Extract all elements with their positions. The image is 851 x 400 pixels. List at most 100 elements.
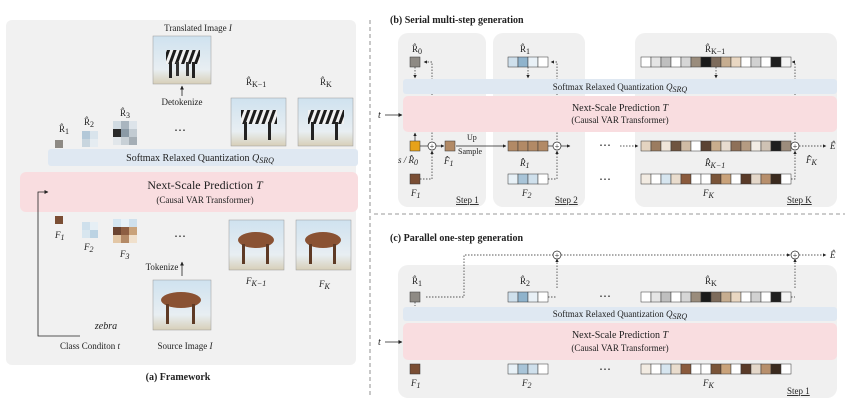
t-input-b: t [378,110,381,121]
r2-token-row-c [507,291,549,303]
r-hat-k1-mid-label: R̂K−1 [704,158,725,170]
svg-text:R̂K−1: R̂K−1 [246,76,266,89]
zebra-label: zebra [94,321,117,332]
t-input-c: t [378,337,381,348]
nsp-sub-b: (Causal VAR Transformer) [571,115,668,125]
f-3: F3 [113,219,137,261]
rk1-token-row [640,56,792,68]
fk-label-c: FK [702,378,715,390]
r1-token-c [409,291,421,303]
svg-text:R̂1: R̂1 [59,123,69,136]
r-hat-3: R̂3 [113,107,137,145]
svg-text:+: + [555,251,560,260]
r-hat-1: R̂1 [55,123,69,148]
f1-label-b: F1 [410,188,421,200]
f-hat-1-label: F̂1 [443,156,454,168]
svg-text:+: + [555,142,560,151]
fk-token-row-c [640,363,792,375]
translated-image-label: Translated Image I [164,23,233,33]
ellipsis-top-c: ⋯ [599,289,611,303]
f2-label-c: F2 [521,378,532,390]
r-hat-1-mid-row [507,140,549,152]
source-image [152,279,212,331]
up-sample-label-2: Sample [458,147,482,156]
caption-c: (c) Parallel one-step generation [390,233,523,244]
source-image-label: Source Image I [158,341,214,351]
f-k-1: FK−1 [228,219,285,288]
f2-token-row-b [507,173,549,185]
f-hat-k-out: F̂K [805,155,818,167]
svg-text:F2: F2 [83,242,94,254]
nsp-bar-a [20,172,358,212]
svg-text:FK−1: FK−1 [245,276,266,288]
tokenize-label: Tokenize [146,262,179,272]
srq-bar-c [403,307,837,321]
ellipsis-mid-b: ⋯ [599,138,611,152]
srq-label-c: Softmax Relaxed Quantization QSRQ [553,309,688,321]
svg-text:F3: F3 [119,249,130,261]
panel-b: (b) Serial multi-step generation R̂0 R̂1… [378,15,837,207]
caption-b: (b) Serial multi-step generation [390,15,524,26]
nsp-bar-c [403,323,837,360]
panel-c: (c) Parallel one-step generation + + Ê R… [378,233,837,398]
step2-label-b: Step 2 [555,195,578,205]
srq-bar-b [403,79,837,94]
r1-label-c: R̂1 [412,275,422,288]
svg-text:+: + [430,142,435,151]
nsp-title-c: Next-Scale Prediction T [572,330,670,341]
r-hat-k-1: R̂K−1 [230,76,287,147]
r0-token [409,56,421,68]
panel-a: Translated Image I Detokenize R̂1 R̂2 R̂… [6,20,358,383]
nsp-sub-c: (Causal VAR Transformer) [571,343,668,353]
f-1: F1 [54,216,65,242]
svg-text:R̂K: R̂K [320,76,332,89]
svg-text:R̂3: R̂3 [120,107,130,120]
detokenize-label: Detokenize [162,97,203,107]
svg-text:R̂2: R̂2 [84,116,94,129]
stepk-label-b: Step K [787,195,812,205]
f-k: FK [295,219,352,291]
class-condition-label: Class Conditon t [60,341,121,351]
ellipsis-bottom-a: ⋯ [174,229,186,243]
r-hat-1-mid-label: R̂1 [519,158,530,170]
e-hat-b: Ê [829,141,836,151]
r-hat-k: R̂K [297,76,354,147]
r-hat-k1-mid-row [640,140,792,152]
ellipsis-top-a: ⋯ [174,123,186,137]
f1-label-c: F1 [410,378,421,390]
f2-token-row-c [507,363,549,375]
f-hat-1-token [444,140,456,152]
ellipsis-bottom-b: ⋯ [599,172,611,186]
svg-text:+: + [793,142,798,151]
r1-token-row [507,56,549,68]
step1-label-c: Step 1 [787,386,810,396]
nsp-title-b: Next-Scale Prediction T [572,103,670,114]
f1-token-b [409,173,421,185]
r2-label-c: R̂2 [520,275,530,288]
f2-label-b: F2 [521,188,532,200]
ellipsis-bottom-c: ⋯ [599,362,611,376]
r-hat-2: R̂2 [82,116,98,147]
rk-label-c: R̂K [705,275,717,288]
f-2: F2 [82,222,98,254]
nsp-title-a: Next-Scale Prediction T [147,178,264,192]
rk-token-row-c [640,291,792,303]
s-label: s / R̂0 [398,155,418,167]
e-hat-c: Ê [829,250,836,260]
srq-label-a: Softmax Relaxed Quantization QSRQ [126,153,274,165]
srq-label-b: Softmax Relaxed Quantization QSRQ [553,82,688,94]
r1-label: R̂1 [520,43,530,56]
start-token [409,140,421,152]
nsp-sub-a: (Causal VAR Transformer) [156,195,253,205]
fk-token-row-b [640,173,792,185]
translated-image [152,35,212,85]
step1-label-b: Step 1 [456,195,479,205]
caption-a: (a) Framework [146,372,211,383]
rk1-label: R̂K−1 [705,43,725,56]
f1-token-c [409,363,421,375]
nsp-bar-b [403,96,837,132]
class-condition-arrow [37,190,80,337]
svg-text:+: + [793,251,798,260]
svg-text:F1: F1 [54,230,65,242]
